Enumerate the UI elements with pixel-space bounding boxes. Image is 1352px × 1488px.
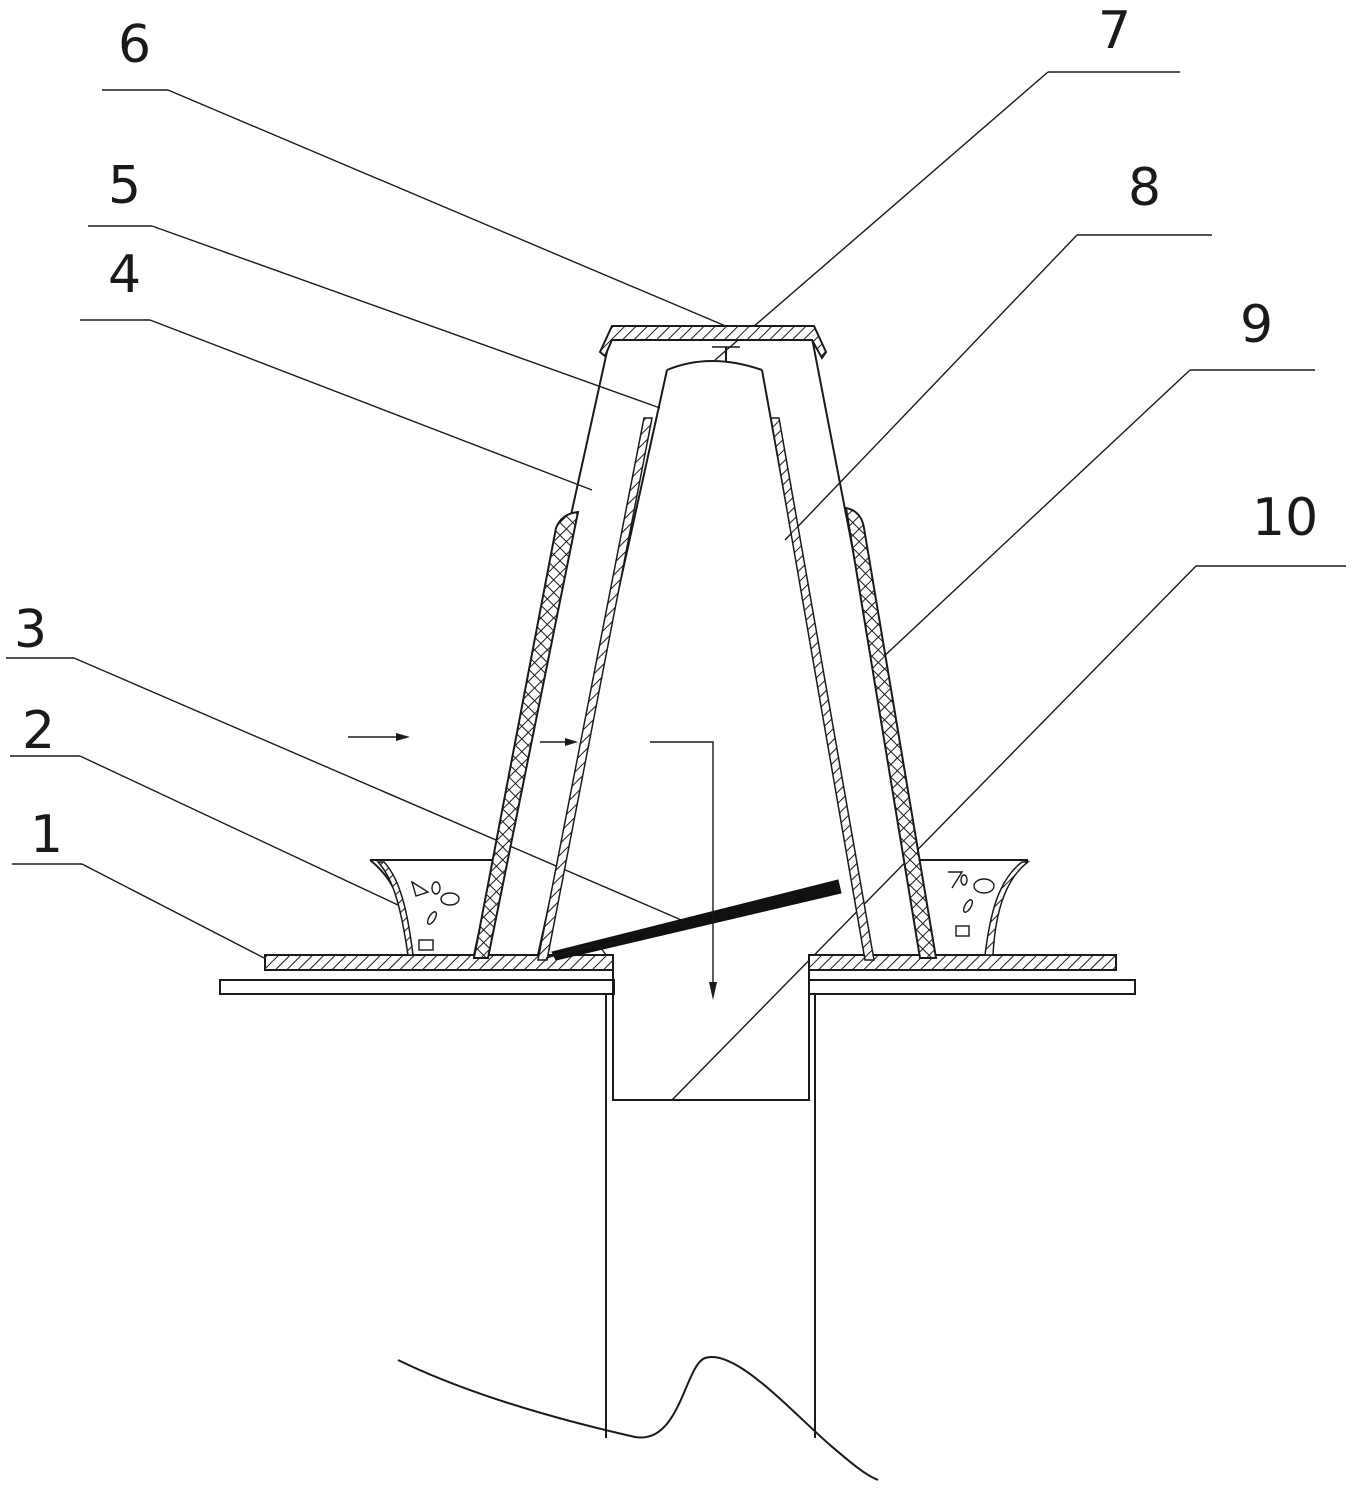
leader-lines [6,71,1346,1101]
outer-jacket [472,506,938,959]
gravel-basket-right [915,859,1031,956]
label-10: 10 [1252,488,1318,548]
label-3: 3 [14,600,47,660]
flap-plate [545,879,842,961]
label-4: 4 [108,245,141,305]
drain-pipe [397,955,879,1481]
label-1: 1 [30,805,63,865]
flow-arrows [348,733,717,1000]
filter-layer [537,417,875,961]
label-6: 6 [118,15,151,75]
label-9: 9 [1240,295,1273,355]
cone-cap [598,325,828,362]
label-8: 8 [1128,158,1161,218]
label-5: 5 [108,156,141,216]
base-plate [219,954,1136,995]
gravel-basket-left [369,859,495,956]
label-7: 7 [1098,1,1131,61]
label-2: 2 [22,701,55,761]
